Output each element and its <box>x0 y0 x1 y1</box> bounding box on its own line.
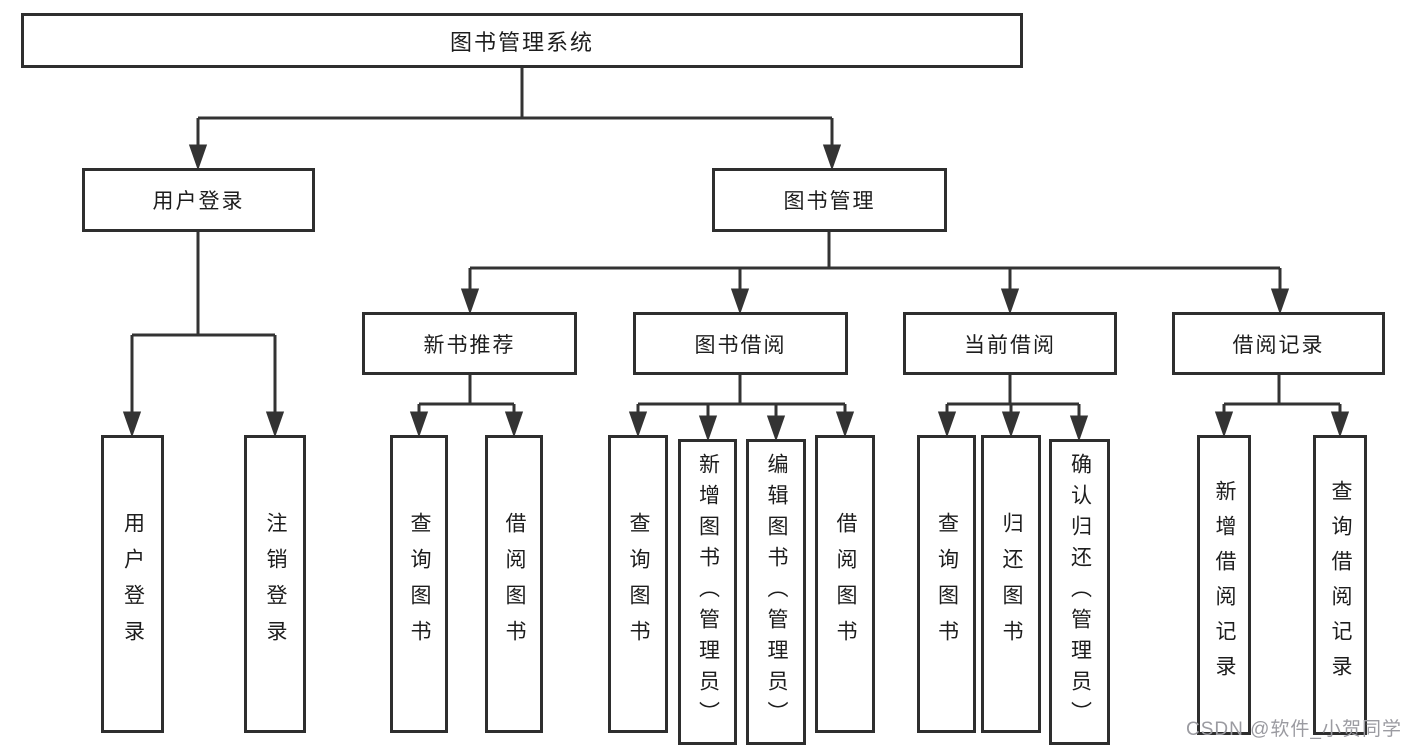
connector-user-login-children <box>122 232 285 438</box>
leaf-borrowing-borrow-books: 借阅图书 <box>815 435 875 733</box>
connector-borrow-record-children <box>1214 375 1350 438</box>
leaf-query-borrow-record: 查询借阅记录 <box>1313 435 1367 735</box>
arrowhead-icon <box>1069 415 1089 442</box>
connector-root-to-level2 <box>188 68 842 171</box>
leaf-return-books: 归还图书 <box>981 435 1041 733</box>
node-library-management-system: 图书管理系统 <box>21 13 1023 68</box>
node-book-management: 图书管理 <box>712 168 947 232</box>
arrowhead-icon <box>409 411 429 438</box>
arrowhead-icon <box>1000 288 1020 315</box>
connector-book-mgmt-children <box>460 232 1290 315</box>
arrowhead-icon <box>504 411 524 438</box>
arrowhead-icon <box>188 144 208 171</box>
leaf-borrowing-query-books: 查询图书 <box>608 435 668 733</box>
arrowhead-icon <box>122 411 142 438</box>
arrowhead-icon <box>822 144 842 171</box>
node-new-book-recommend: 新书推荐 <box>362 312 577 375</box>
leaf-current-query-books: 查询图书 <box>917 435 976 733</box>
leaf-add-books-admin: 新增图书（管理员） <box>678 439 737 745</box>
arrowhead-icon <box>835 411 855 438</box>
arrowhead-icon <box>766 415 786 442</box>
node-borrowing-records: 借阅记录 <box>1172 312 1385 375</box>
arrowhead-icon <box>698 415 718 442</box>
arrowhead-icon <box>1270 288 1290 315</box>
arrowhead-icon <box>1001 411 1021 438</box>
leaf-logout: 注销登录 <box>244 435 306 733</box>
connector-new-book-children <box>409 375 524 438</box>
leaf-user-login: 用户登录 <box>101 435 164 733</box>
arrowhead-icon <box>265 411 285 438</box>
leaf-edit-books-admin: 编辑图书（管理员） <box>746 439 806 745</box>
arrowhead-icon <box>628 411 648 438</box>
arrowhead-icon <box>1330 411 1350 438</box>
csdn-watermark: CSDN @软件_小贺同学 <box>1186 719 1402 740</box>
connector-book-borrow-children <box>628 375 855 442</box>
leaf-recommend-query-books: 查询图书 <box>390 435 448 733</box>
arrowhead-icon <box>937 411 957 438</box>
leaf-confirm-return-admin: 确认归还（管理员） <box>1049 439 1110 745</box>
leaf-recommend-borrow-books: 借阅图书 <box>485 435 543 733</box>
node-user-login: 用户登录 <box>82 168 315 232</box>
arrowhead-icon <box>730 288 750 315</box>
node-book-borrowing: 图书借阅 <box>633 312 848 375</box>
arrowhead-icon <box>1214 411 1234 438</box>
arrowhead-icon <box>460 288 480 315</box>
leaf-add-borrow-record: 新增借阅记录 <box>1197 435 1251 735</box>
node-current-borrowing: 当前借阅 <box>903 312 1117 375</box>
connector-current-borrow-children <box>937 375 1089 442</box>
